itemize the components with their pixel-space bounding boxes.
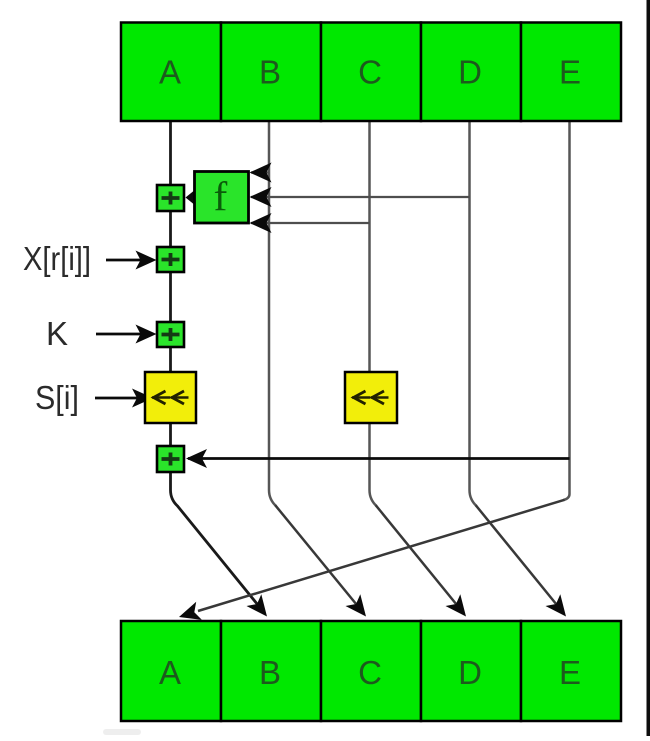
svg-text:X[r[i]]: X[r[i]]	[23, 240, 91, 277]
svg-text:C: C	[358, 654, 382, 691]
svg-text:E: E	[559, 54, 581, 91]
svg-text:D: D	[458, 54, 482, 91]
svg-text:B: B	[259, 654, 281, 691]
svg-text:A: A	[159, 54, 181, 91]
svg-text:E: E	[559, 654, 581, 691]
svg-text:K: K	[46, 315, 68, 352]
svg-text:D: D	[458, 654, 482, 691]
svg-text:B: B	[259, 54, 281, 91]
svg-text:f: f	[214, 174, 228, 220]
svg-text:C: C	[358, 54, 382, 91]
svg-text:A: A	[159, 654, 181, 691]
svg-text:S[i]: S[i]	[35, 379, 79, 416]
